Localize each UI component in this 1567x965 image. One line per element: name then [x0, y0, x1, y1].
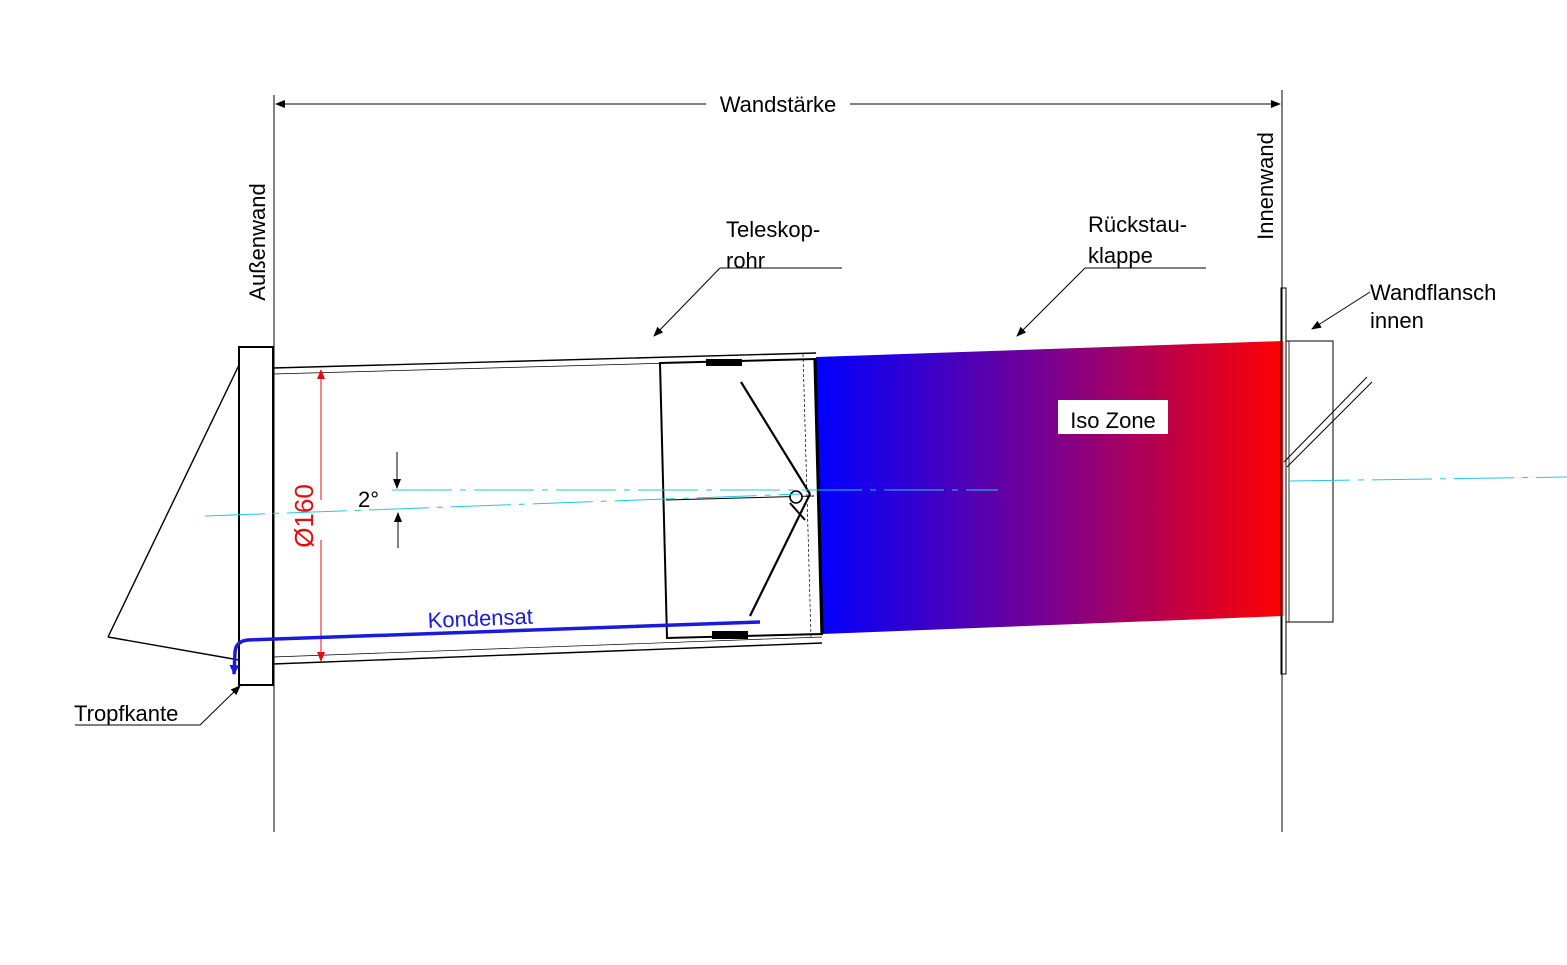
- diameter-label: Ø160: [289, 484, 319, 548]
- drip-edge-label: Tropfkante: [74, 701, 178, 726]
- backflow-flap: [658, 357, 824, 640]
- angle-label: 2°: [358, 487, 379, 512]
- condensate-label: Kondensat: [427, 604, 533, 633]
- outer-wall-hood: [107, 346, 274, 686]
- wall-flange-label-2: innen: [1370, 308, 1424, 333]
- wall-flange-label-1: Wandflansch: [1370, 280, 1496, 305]
- condensate-path: [229, 620, 761, 675]
- wall-thickness-dimension: Wandstärke: [275, 92, 1281, 117]
- telescope-pipe-callout: Teleskop- rohr: [653, 217, 842, 337]
- flap-hinge: [789, 490, 803, 504]
- drip-edge-callout: Tropfkante: [74, 685, 241, 726]
- centerlines: [204, 476, 1567, 517]
- backflow-flap-label-2: klappe: [1088, 243, 1153, 268]
- iso-zone-label-bg: [1058, 400, 1168, 434]
- outer-wall-label: Außenwand: [245, 183, 270, 300]
- iso-zone-label: Iso Zone: [1070, 408, 1156, 433]
- telescope-pipe-label-1: Teleskop-: [726, 217, 820, 242]
- inner-wall-flange: [1280, 287, 1373, 675]
- wall-flange-callout: Wandflansch innen: [1311, 280, 1496, 333]
- telescope-pipe: [272, 352, 823, 665]
- iso-zone: [816, 341, 1283, 634]
- telescope-pipe-label-2: rohr: [726, 248, 765, 273]
- inner-wall-label: Innenwand: [1253, 132, 1278, 240]
- wall-thickness-label: Wandstärke: [720, 92, 837, 117]
- angle-dimension: [393, 452, 402, 548]
- backflow-flap-callout: Rückstau- klappe: [1016, 212, 1206, 337]
- outer-flange: [238, 346, 274, 686]
- backflow-flap-label-1: Rückstau-: [1088, 212, 1187, 237]
